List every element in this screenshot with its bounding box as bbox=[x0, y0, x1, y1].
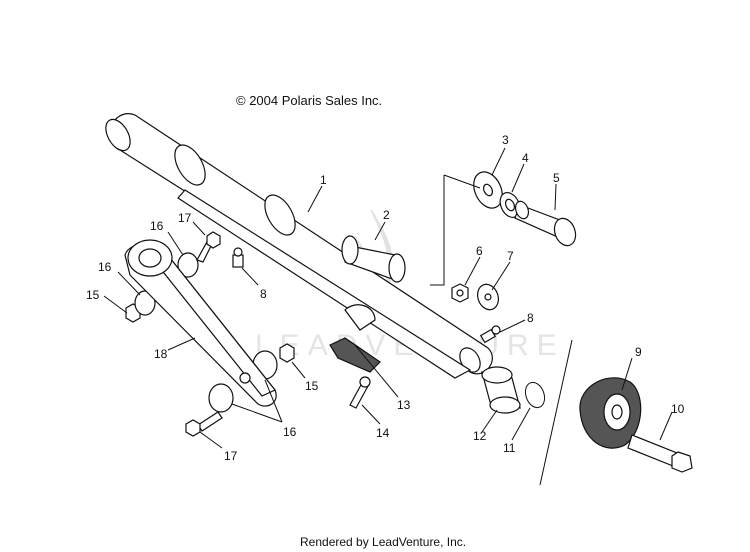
callout-1: 1 bbox=[320, 173, 327, 187]
callout-5: 5 bbox=[553, 171, 560, 185]
part-17-bolt-top bbox=[196, 231, 221, 263]
callout-16-left: 16 bbox=[98, 260, 112, 274]
callout-14: 14 bbox=[376, 426, 390, 440]
part-7-washer bbox=[477, 283, 499, 311]
part-8-grease-fitting-right bbox=[479, 325, 501, 344]
part-1-swing-arm bbox=[105, 113, 493, 379]
callout-10: 10 bbox=[671, 402, 685, 416]
callout-17-bottom: 17 bbox=[224, 449, 238, 463]
callout-17-top: 17 bbox=[178, 211, 192, 225]
callout-8-right: 8 bbox=[527, 311, 534, 325]
callout-16-bottom: 16 bbox=[283, 425, 297, 439]
callout-18: 18 bbox=[154, 347, 168, 361]
callout-13: 13 bbox=[397, 398, 411, 412]
callout-11: 11 bbox=[503, 441, 516, 455]
part-9-hub bbox=[579, 377, 642, 449]
callout-2: 2 bbox=[383, 208, 390, 222]
callout-3: 3 bbox=[502, 133, 509, 147]
callout-9: 9 bbox=[635, 345, 642, 359]
part-17-bolt-bottom bbox=[185, 411, 223, 437]
part-16-washer-left bbox=[134, 290, 156, 316]
callout-12: 12 bbox=[473, 429, 487, 443]
callout-7: 7 bbox=[507, 249, 514, 263]
part-11-snap-ring bbox=[524, 381, 546, 409]
part-6-nut bbox=[451, 283, 469, 303]
part-15-nut-right bbox=[279, 343, 295, 363]
part-14-rivet bbox=[349, 376, 371, 409]
part-16-washer-bottom bbox=[208, 383, 234, 413]
part-12-bushing bbox=[481, 366, 521, 414]
callout-15-left: 15 bbox=[86, 288, 100, 302]
part-16-washer-top bbox=[177, 252, 199, 278]
part-13-bracket bbox=[329, 337, 381, 373]
part-8-grease-fitting-left bbox=[232, 247, 244, 268]
callout-labels: 1 2 3 4 5 6 7 8 8 9 10 11 12 13 14 15 15… bbox=[86, 133, 685, 463]
part-3-washer bbox=[473, 171, 503, 209]
part-2-sleeve bbox=[341, 235, 406, 283]
callout-16-top: 16 bbox=[150, 219, 164, 233]
callout-8-left: 8 bbox=[260, 287, 267, 301]
footer-credit: Rendered by LeadVenture, Inc. bbox=[300, 535, 466, 549]
part-10-bolt bbox=[627, 434, 693, 473]
leader-lines bbox=[103, 147, 673, 486]
part-5-pivot-bolt bbox=[514, 200, 577, 247]
callout-15-right: 15 bbox=[305, 379, 319, 393]
part-18-link-arm bbox=[124, 239, 277, 407]
callout-6: 6 bbox=[476, 244, 483, 258]
copyright-text: © 2004 Polaris Sales Inc. bbox=[236, 93, 382, 108]
callout-4: 4 bbox=[522, 151, 529, 165]
